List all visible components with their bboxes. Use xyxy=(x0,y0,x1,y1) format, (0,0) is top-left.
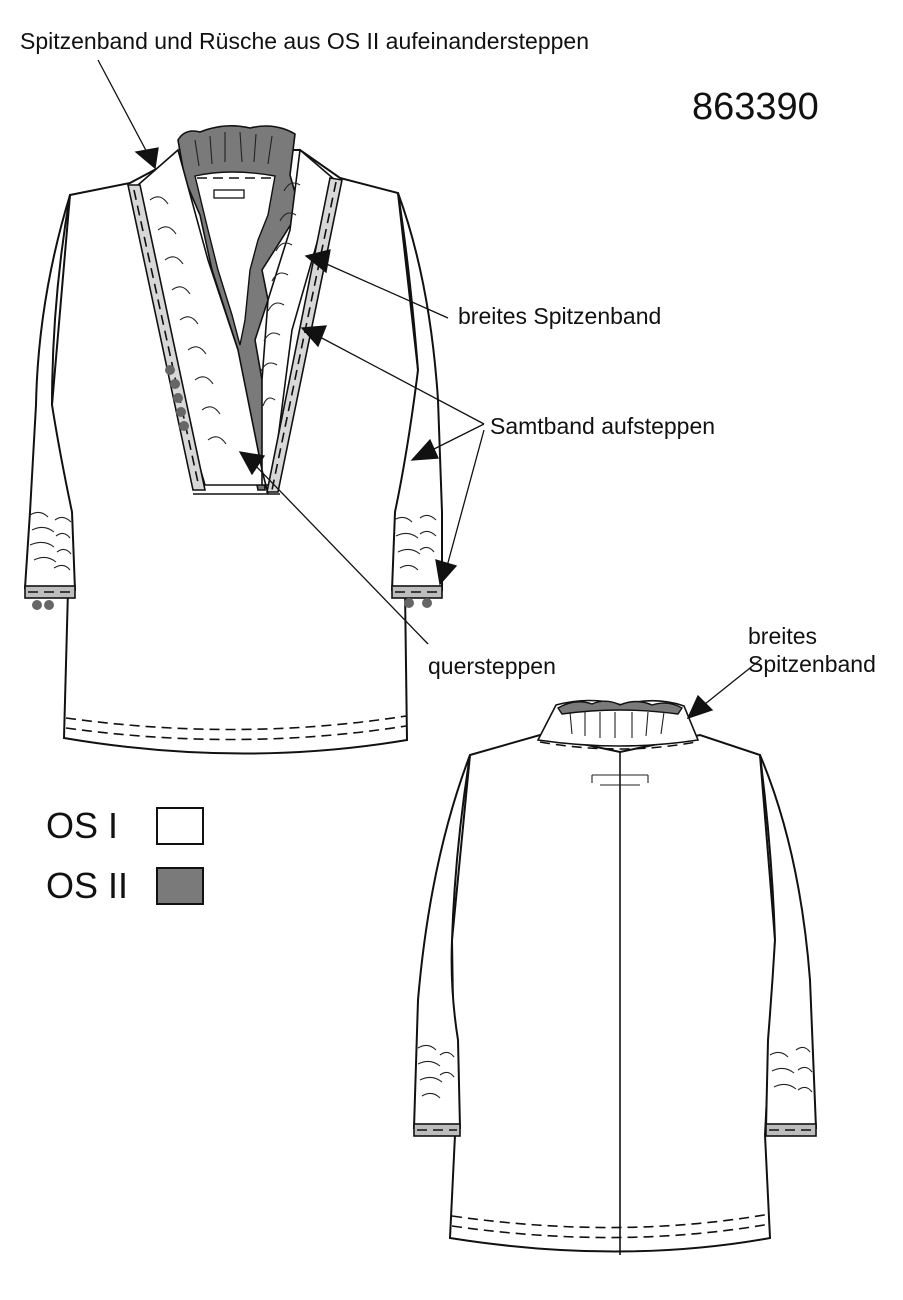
back-right-sleeve xyxy=(759,754,818,1129)
annotation-back-line1: breites xyxy=(748,623,818,649)
back-body xyxy=(448,733,777,1253)
annotation-back-spitzenband: breites Spitzenband xyxy=(748,622,876,678)
annotation-back-line2: Spitzenband xyxy=(748,651,876,677)
back-sleeve-gathers xyxy=(417,1044,813,1099)
legend-label-os1: OS I xyxy=(46,805,119,846)
legend-swatch-os2 xyxy=(156,867,204,905)
front-side-buttons xyxy=(165,365,189,431)
style-number: 863390 xyxy=(692,86,819,128)
front-view-garment xyxy=(23,124,443,755)
annotation-breites-spitzenband: breites Spitzenband xyxy=(458,303,662,329)
front-left-sleeve xyxy=(23,194,77,592)
legend-label-os2: OS II xyxy=(46,865,129,906)
front-lace-pattern xyxy=(149,182,301,445)
annotation-samtband: Samtband aufsteppen xyxy=(490,413,716,439)
front-right-sleeve xyxy=(390,192,443,591)
annotation-quersteppen: quersteppen xyxy=(428,653,556,679)
legend-row-os2: OS II xyxy=(46,865,204,907)
annotation-top-note: Spitzenband und Rüsche aus OS II aufeina… xyxy=(20,28,590,54)
back-view-garment xyxy=(412,699,818,1255)
legend-row-os1: OS I xyxy=(46,805,204,847)
leader-lines xyxy=(97,59,761,720)
back-left-sleeve xyxy=(412,754,471,1129)
fabric-legend: OS I OS II xyxy=(46,805,204,925)
front-sleeve-gathers xyxy=(29,511,437,571)
legend-swatch-os1 xyxy=(156,807,204,845)
